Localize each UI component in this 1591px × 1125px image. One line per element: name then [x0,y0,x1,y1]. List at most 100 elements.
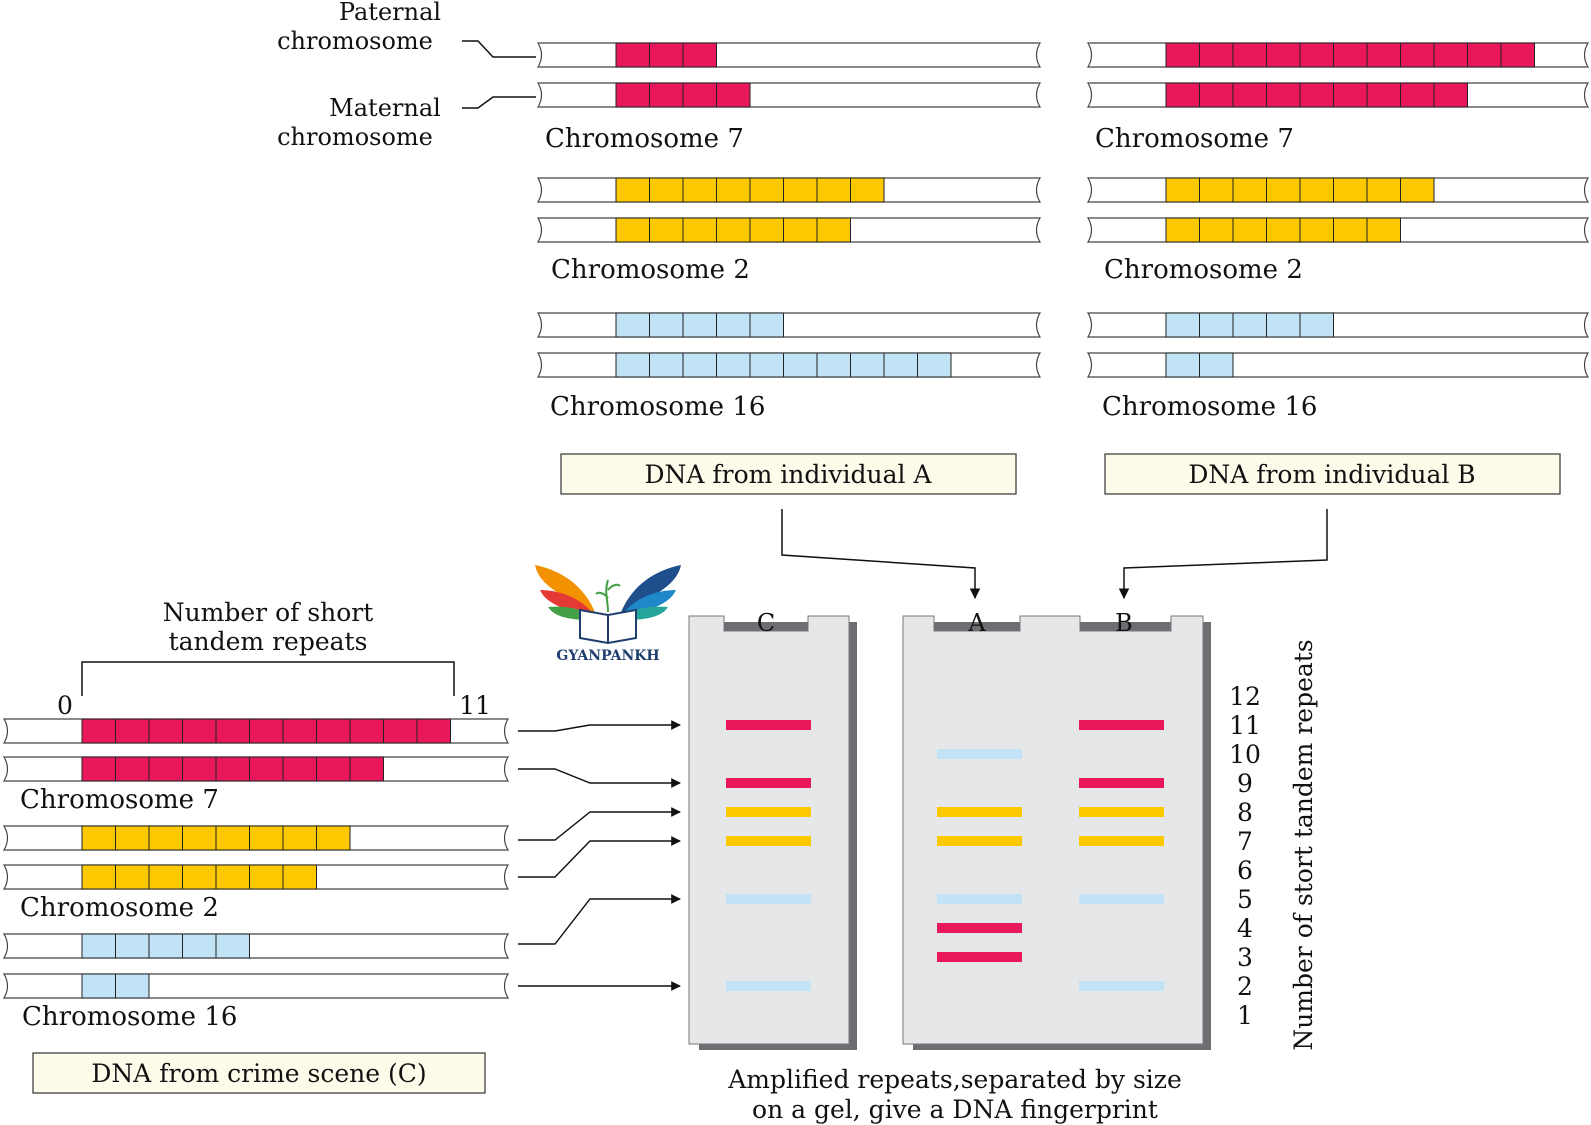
individual-a-box [560,453,1017,495]
tandem-repeat-unit [1199,352,1234,378]
band-c-chrom16-2 [726,981,811,991]
crime-scene-label: DNA from crime scene (C) [91,1059,426,1088]
tandem-repeat-unit [148,933,183,959]
tandem-repeat-unit [383,718,418,744]
band-c-chrom2-7 [726,836,811,846]
tandem-repeat-unit [148,718,183,744]
tandem-repeat-unit [1199,312,1234,338]
gel-scale-axis-title: Number of stort tandem repeats [1289,639,1318,1050]
individual-a-chrom2-maternal [536,217,1042,243]
chromosome-strips [2,42,1590,999]
tandem-repeat-unit [615,352,650,378]
gel-scale-tick-6: 6 [1237,856,1253,885]
individual-b-chrom16-maternal-outline [1086,352,1590,378]
tandem-repeat-unit [1199,82,1234,108]
tandem-repeat-unit [1266,217,1301,243]
tandem-repeat-unit [182,756,217,782]
band-a-chrom16-5 [937,894,1022,904]
tandem-repeat-unit [1266,177,1301,203]
lane-c-label: C [757,609,775,637]
tandem-repeat-unit [316,718,351,744]
tandem-repeat-unit [316,825,351,851]
scale-eleven-label: 11 [459,691,491,720]
lane-b-label: B [1115,609,1133,637]
tandem-repeat-unit [81,864,116,890]
tandem-repeat-unit [1266,312,1301,338]
tandem-repeat-unit [249,825,284,851]
crime-connector-2 [518,768,681,788]
tandem-repeat-unit [81,825,116,851]
tandem-repeat-unit [1299,42,1334,68]
tandem-repeat-unit [282,756,317,782]
tandem-repeat-unit [1165,177,1200,203]
tandem-repeat-unit [1299,217,1334,243]
caption-line1: Amplified repeats,separated by size [727,1065,1182,1094]
tandem-repeat-unit [615,312,650,338]
tandem-repeat-unit [615,217,650,243]
chrom2-label-b: Chromosome 2 [1104,255,1303,285]
chromosome-name-labels: Chromosome 7 Chromosome 7 Chromosome 2 C… [20,124,1317,1032]
tandem-repeat-unit [81,756,116,782]
tandem-repeat-unit [1165,217,1200,243]
tandem-repeat-unit [282,864,317,890]
individual-c-chrom16-maternal [2,973,510,999]
gel-scale-tick-10: 10 [1229,740,1261,769]
tandem-repeat-unit [148,864,183,890]
tandem-repeat-unit [1232,217,1267,243]
band-b-chrom16-2 [1079,981,1164,991]
chrom16-label-a: Chromosome 16 [550,392,765,422]
individual-b-chrom7-paternal [1086,42,1590,68]
tandem-repeat-unit [749,177,784,203]
band-b-chrom7-11 [1079,720,1164,730]
tandem-repeat-unit [349,718,384,744]
tandem-repeat-unit [783,217,818,243]
tandem-repeat-unit [783,177,818,203]
tandem-repeat-unit [917,352,952,378]
tandem-repeat-unit [1199,217,1234,243]
tandem-repeat-unit [215,933,250,959]
band-c-chrom16-5 [726,894,811,904]
band-c-chrom7-9 [726,778,811,788]
gel-ab: A B [902,609,1211,1050]
gel-scale-tick-4: 4 [1237,914,1253,943]
individual-a-chrom2-paternal [536,177,1042,203]
chrom2-label-a: Chromosome 2 [551,255,750,285]
tandem-repeat-unit [148,756,183,782]
tandem-repeat-unit [416,718,451,744]
logo-text: GYANPANKH [556,648,659,664]
chrom7-label-a: Chromosome 7 [545,124,744,154]
tandem-repeat-unit [716,177,751,203]
chrom7-label-c: Chromosome 7 [20,785,219,815]
tandem-repeat-unit [615,42,650,68]
tandem-repeat-unit [1232,312,1267,338]
individual-b-chrom2-paternal [1086,177,1590,203]
tandem-repeat-unit [115,973,150,999]
crime-connector-4 [518,836,681,878]
individual-c-chrom16-maternal-outline [2,973,510,999]
crime-connector-3 [518,807,681,841]
crime-scene-box [32,1052,486,1094]
gel-scale-tick-11: 11 [1229,711,1261,740]
tandem-repeat-unit [816,217,851,243]
tandem-repeat-unit [682,352,717,378]
tandem-repeat-unit [716,217,751,243]
tandem-repeat-unit [850,177,885,203]
individual-b-chrom16-maternal [1086,352,1590,378]
caption-line2: on a gel, give a DNA fingerprint [752,1095,1158,1124]
individual-b-label: DNA from individual B [1188,460,1475,489]
tandem-repeat-unit [682,42,717,68]
tandem-repeat-unit [115,825,150,851]
crime-connector-1 [518,720,681,732]
dna-source-boxes: DNA from individual A DNA from individua… [32,453,1561,1094]
tandem-repeat-unit [1366,42,1401,68]
gel-scale-tick-1: 1 [1237,1001,1253,1030]
tandem-repeat-unit [1366,82,1401,108]
band-a-chrom16-10 [937,749,1022,759]
chromosome-type-labels: Paternal chromosome Maternal chromosome [277,0,536,151]
tandem-repeat-unit [1165,352,1200,378]
scale-zero-label: 0 [57,691,73,720]
individual-a-chrom16-paternal [536,312,1042,338]
gel-scale-tick-3: 3 [1237,943,1253,972]
gel-scale-tick-2: 2 [1237,972,1253,1001]
tandem-repeat-unit [816,352,851,378]
